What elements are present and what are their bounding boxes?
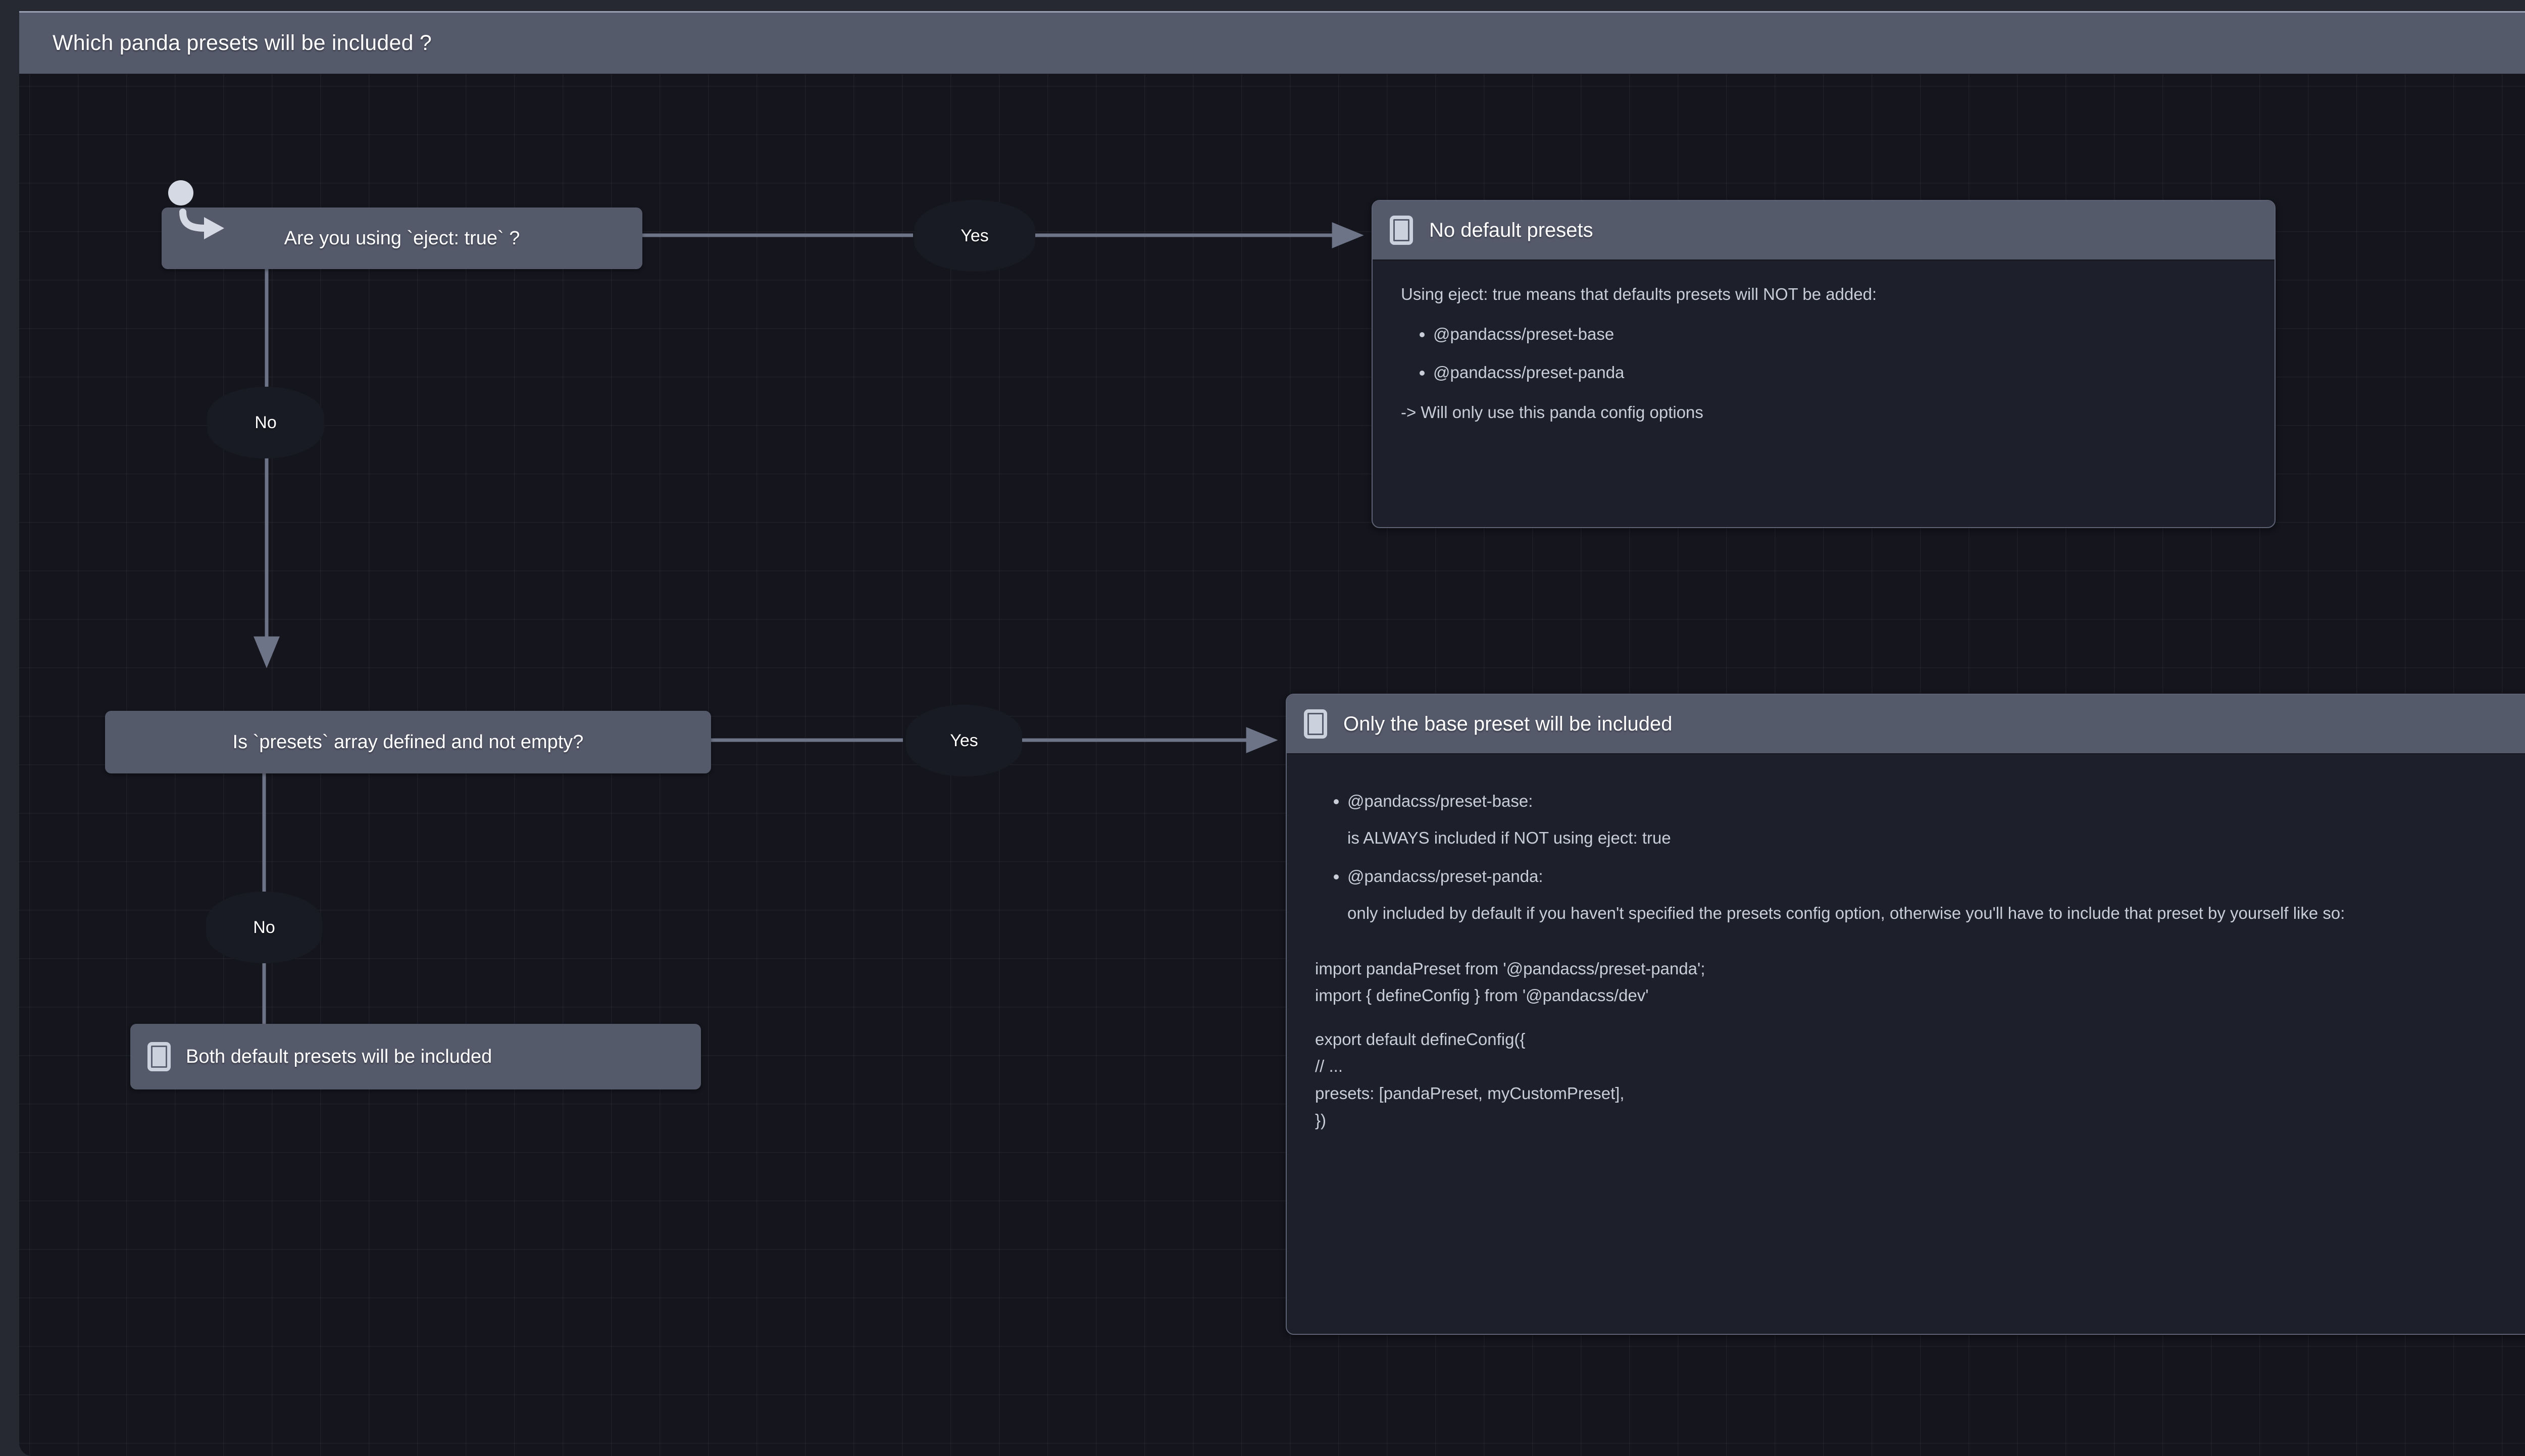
code-line-blank (1315, 1009, 2525, 1026)
decision-node-presets-array[interactable]: Is `presets` array defined and not empty… (105, 711, 711, 773)
list-item-sub: is ALWAYS included if NOT using eject: t… (1347, 828, 1671, 848)
page-title: Which panda presets will be included ? (53, 31, 432, 55)
list-item: @pandacss/preset-base (1433, 321, 2246, 347)
list-item-head: @pandacss/preset-panda: (1347, 866, 1543, 886)
edge-label-text: Yes (961, 226, 989, 245)
list-item-sub: only included by default if you haven't … (1347, 904, 2345, 923)
code-line: // ... (1315, 1057, 1343, 1076)
nested-square-icon (147, 1042, 171, 1071)
decision-node-presets-array-label: Is `presets` array defined and not empty… (232, 731, 584, 753)
edge-label-text: No (253, 917, 275, 937)
start-arrow-icon (168, 180, 224, 239)
edge-label-text: Yes (950, 731, 978, 750)
terminal-node-both-presets[interactable]: Both default presets will be included (130, 1024, 701, 1089)
nested-square-icon (1390, 216, 1413, 245)
edge-label-text: No (255, 412, 277, 432)
edge-label-yes-presets: Yes (906, 705, 1022, 776)
note-card-body: Using eject: true means that defaults pr… (1373, 261, 2275, 448)
note-card-bullet-list: @pandacss/preset-base: is ALWAYS include… (1315, 788, 2525, 927)
note-card-only-base-preset[interactable]: Only the base preset will be included @p… (1286, 694, 2525, 1335)
note-card-bullet-list: @pandacss/preset-base @pandacss/preset-p… (1401, 321, 2246, 386)
spacer (1315, 940, 2525, 955)
edge-label-no-eject: No (207, 387, 324, 458)
list-item: @pandacss/preset-panda (1433, 359, 2246, 386)
note-card-title: No default presets (1429, 219, 1593, 241)
note-card-header: Only the base preset will be included (1287, 695, 2525, 754)
note-card-no-default-presets[interactable]: No default presets Using eject: true mea… (1372, 200, 2276, 528)
list-item: @pandacss/preset-panda: only included by… (1347, 863, 2525, 927)
decision-node-eject-label: Are you using `eject: true` ? (284, 227, 520, 249)
note-card-header: No default presets (1373, 201, 2275, 261)
nested-square-icon (1304, 709, 1327, 739)
terminal-node-both-presets-label: Both default presets will be included (186, 1046, 492, 1067)
note-card-outro: -> Will only use this panda config optio… (1401, 403, 1703, 422)
note-card-intro: Using eject: true means that defaults pr… (1401, 285, 1877, 303)
decision-node-eject[interactable]: Are you using `eject: true` ? (162, 207, 642, 269)
edge-label-yes-eject: Yes (914, 200, 1035, 272)
code-line: import { defineConfig } from '@pandacss/… (1315, 986, 1649, 1005)
window-title-bar: Which panda presets will be included ? (19, 11, 2525, 74)
code-line: }) (1315, 1111, 1327, 1130)
code-line: export default defineConfig({ (1315, 1029, 1526, 1049)
code-line: presets: [pandaPreset, myCustomPreset], (1315, 1083, 1625, 1103)
code-block: import pandaPreset from '@pandacss/prese… (1315, 955, 2525, 1134)
edge-label-no-presets: No (206, 892, 322, 963)
note-card-body: @pandacss/preset-base: is ALWAYS include… (1287, 754, 2525, 1156)
diagram-canvas[interactable]: Are you using `eject: true` ? Is `preset… (19, 13, 2525, 1456)
code-line: import pandaPreset from '@pandacss/prese… (1315, 959, 1705, 978)
list-item: @pandacss/preset-base: is ALWAYS include… (1347, 788, 2525, 852)
list-item-head: @pandacss/preset-base: (1347, 792, 1533, 810)
note-card-title: Only the base preset will be included (1343, 712, 1673, 735)
